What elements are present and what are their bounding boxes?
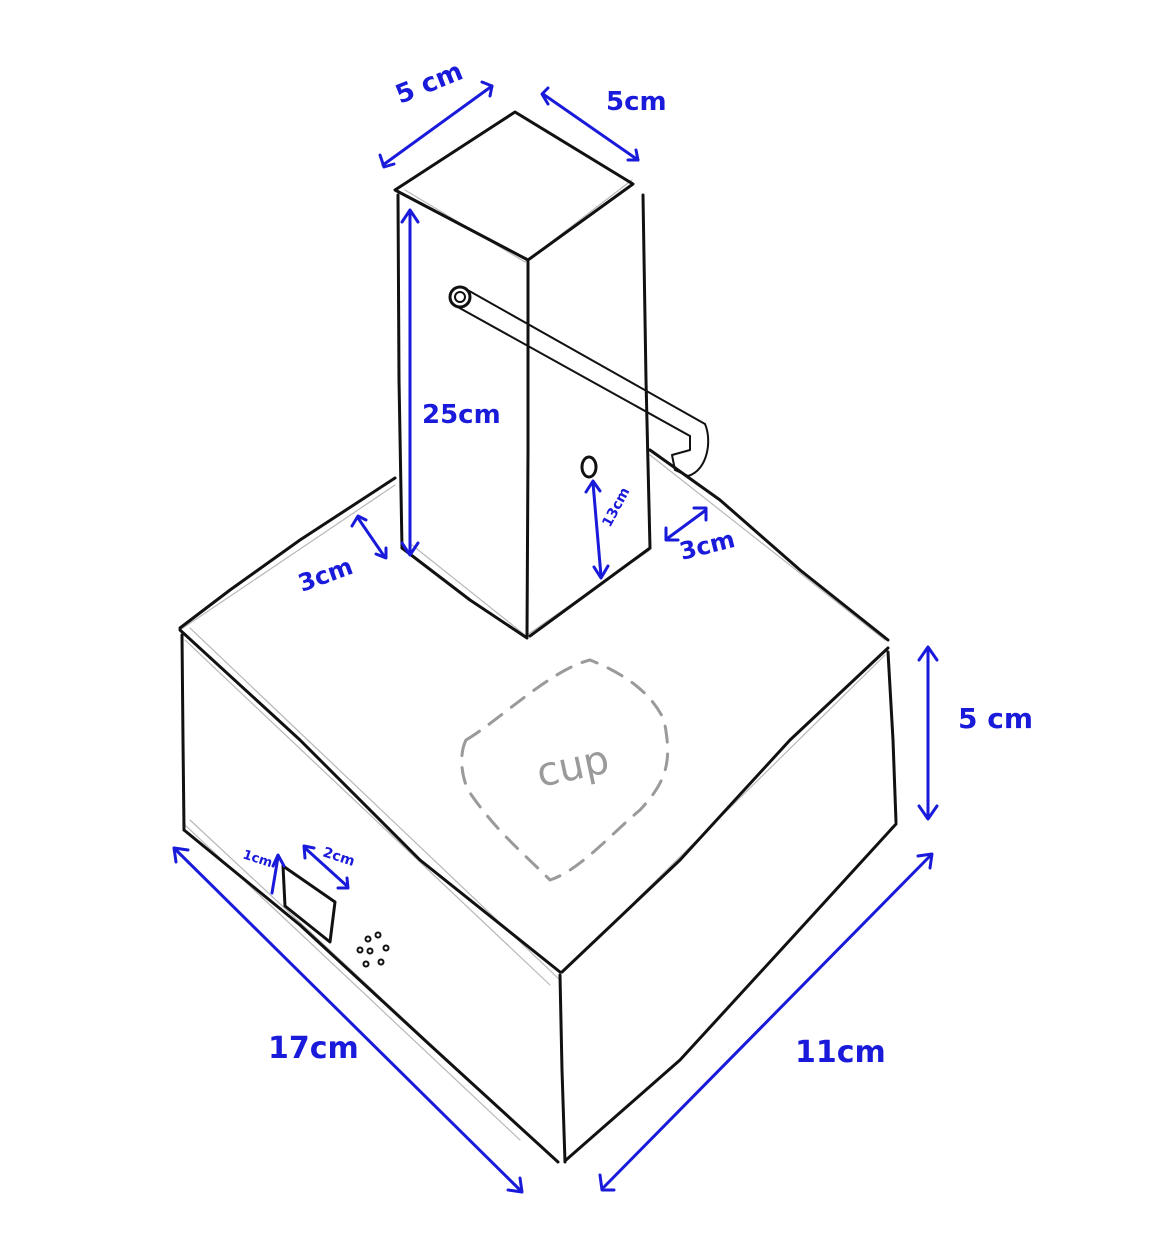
label-tower-width-left: 5 cm	[391, 57, 467, 111]
label-base-length: 17cm	[268, 1031, 359, 1066]
label-tower-height: 25cm	[422, 400, 501, 430]
arm-spout-hook	[671, 423, 710, 477]
dim-tower-width-right	[541, 92, 640, 162]
base-top-left-edge	[178, 476, 397, 630]
tower-column	[393, 110, 652, 640]
label-screen-height: 1cm	[241, 848, 274, 872]
display-screen	[281, 864, 337, 944]
dim-base-width	[602, 854, 932, 1189]
label-tower-inset-left: 3cm	[294, 552, 356, 597]
dim-tower-inset-left	[356, 516, 386, 558]
base-right-top-edge	[560, 646, 890, 974]
cup-zone: cup	[460, 658, 670, 882]
label-tower-width-right: 5cm	[606, 87, 667, 117]
tower-bottom-right-edge	[528, 546, 652, 638]
label-tower-inset-right: 3cm	[677, 525, 738, 566]
dim-screen-width	[303, 846, 349, 888]
arm-pivot	[448, 285, 472, 309]
dim-button-height	[591, 481, 603, 578]
base-right-corner	[886, 650, 898, 824]
dim-tower-width-left	[381, 84, 494, 167]
base-front-top-edge	[178, 628, 562, 974]
speaker-grille-icon	[356, 931, 390, 968]
dispenser-arm	[448, 285, 710, 477]
base-front-center-corner	[558, 973, 567, 1164]
tower-center-edge	[525, 260, 530, 638]
cup-zone-label: cup	[533, 737, 614, 797]
label-base-width: 11cm	[795, 1035, 886, 1070]
tower-left-edge	[396, 193, 404, 550]
dim-base-length	[174, 848, 522, 1192]
tower-top-face	[393, 110, 635, 262]
base-bottom-left-edge	[182, 828, 560, 1164]
arm-pivot-inner	[454, 291, 466, 303]
base-front-left-corner	[180, 633, 186, 832]
label-base-height: 5 cm	[958, 702, 1033, 735]
button-icon	[580, 455, 598, 479]
tower-right-edge	[641, 193, 652, 550]
dim-screen-height	[270, 855, 280, 895]
base-front-details	[281, 864, 390, 968]
tower-button	[580, 455, 598, 479]
tower-bottom-left-edge	[400, 546, 529, 640]
base-bottom-right-edge	[564, 822, 898, 1162]
label-button-height: 13cm	[599, 485, 633, 530]
dimensions: 5 cm 5cm 25cm 3cm 13cm 3cm 5 cm	[172, 57, 1033, 1194]
arm-bottom-edge	[455, 305, 691, 437]
dim-tower-inset-right	[666, 508, 708, 540]
arm-top-edge	[463, 287, 706, 425]
